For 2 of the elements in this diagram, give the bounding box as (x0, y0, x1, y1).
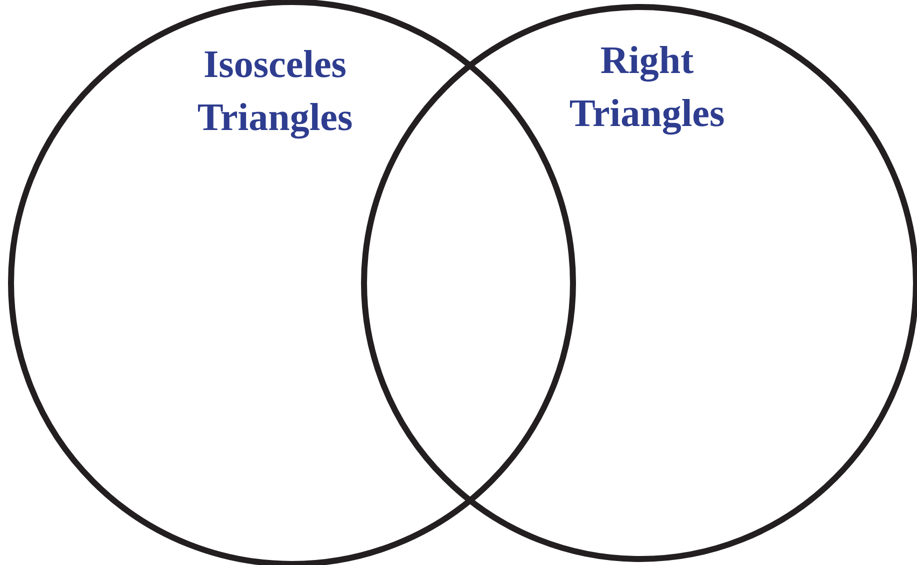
circle-label: Right Triangles (568, 38, 726, 137)
circle-label: Isosceles Triangles (196, 42, 354, 141)
